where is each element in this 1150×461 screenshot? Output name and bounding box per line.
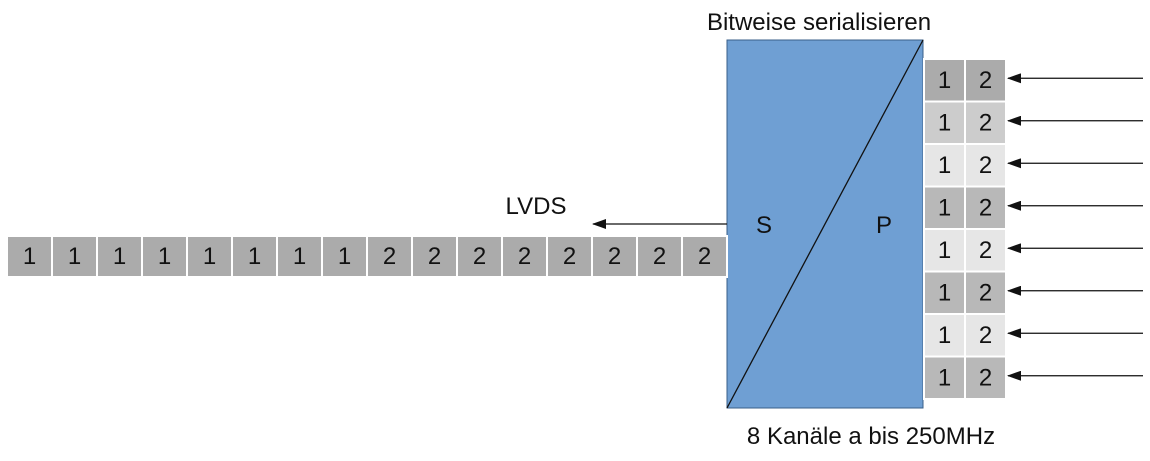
serializer-block: S P [726,39,924,409]
serial-bit-label: 1 [248,243,261,270]
channel-bit-label: 1 [938,67,951,94]
serial-bit-cell [186,235,233,278]
channel-bit-label: 1 [938,109,951,136]
serial-bit-label: 1 [23,243,36,270]
channel-bit-label: 2 [979,152,992,179]
channel-bit-label: 2 [979,364,992,391]
channel-bit-label: 1 [938,194,951,221]
channel-bit-cell [964,185,1007,230]
serial-bit-cell [276,235,323,278]
serial-bit-label: 1 [158,243,171,270]
channel-bit-cell [964,100,1007,145]
lvds-label: LVDS [506,193,567,220]
serial-bit-label: 1 [293,243,306,270]
serial-bit-cell [681,235,728,278]
channel-bit-label: 2 [979,279,992,306]
serial-bit-cell [636,235,683,278]
serial-bit-cell [96,235,143,278]
channel-bit-label: 2 [979,237,992,264]
serial-bit-label: 2 [563,243,576,270]
diagram-footer: 8 Kanäle a bis 250MHz [747,423,995,450]
channel-bit-label: 1 [938,322,951,349]
channel-bit-cell [964,355,1007,400]
serial-bit-label: 2 [518,243,531,270]
serial-bit-label: 1 [113,243,126,270]
serial-bit-label: 2 [698,243,711,270]
serial-bit-cell [231,235,278,278]
serial-bit-label: 2 [653,243,666,270]
channel-bit-cell [964,143,1007,188]
channel-bit-label: 1 [938,279,951,306]
serial-bit-cell [591,235,638,278]
channel-bit-label: 2 [979,67,992,94]
parallel-side-label: P [876,212,892,239]
diagram-title: Bitweise serialisieren [707,9,931,36]
lvds-output: LVDS [506,193,727,229]
serial-bit-cell [411,235,458,278]
channel-bit-label: 1 [938,152,951,179]
serial-bitstream: 1 1 1 1 1 1 1 1 2 2 2 2 2 2 2 2 [6,235,728,278]
serial-bit-label: 1 [203,243,216,270]
serializer-diagonal [726,39,924,409]
serial-bit-label: 1 [68,243,81,270]
serial-bit-cell [51,235,98,278]
serial-bit-cell [546,235,593,278]
channel-bit-cell [923,355,966,400]
serial-bit-label: 2 [383,243,396,270]
channel-bit-cell [964,228,1007,273]
serial-bit-label: 1 [338,243,351,270]
channel-bit-cell [923,143,966,188]
channel-bit-label: 2 [979,194,992,221]
serial-bit-cell [366,235,413,278]
channel-bit-label: 1 [938,237,951,264]
serial-bit-cell [456,235,503,278]
serial-side-label: S [756,212,772,239]
serial-bit-cell [321,235,368,278]
serial-bit-label: 2 [608,243,621,270]
channel-bit-label: 2 [979,322,992,349]
serial-bit-label: 2 [473,243,486,270]
serial-bit-label: 2 [428,243,441,270]
channel-bit-label: 1 [938,364,951,391]
channel-bit-label: 2 [979,109,992,136]
